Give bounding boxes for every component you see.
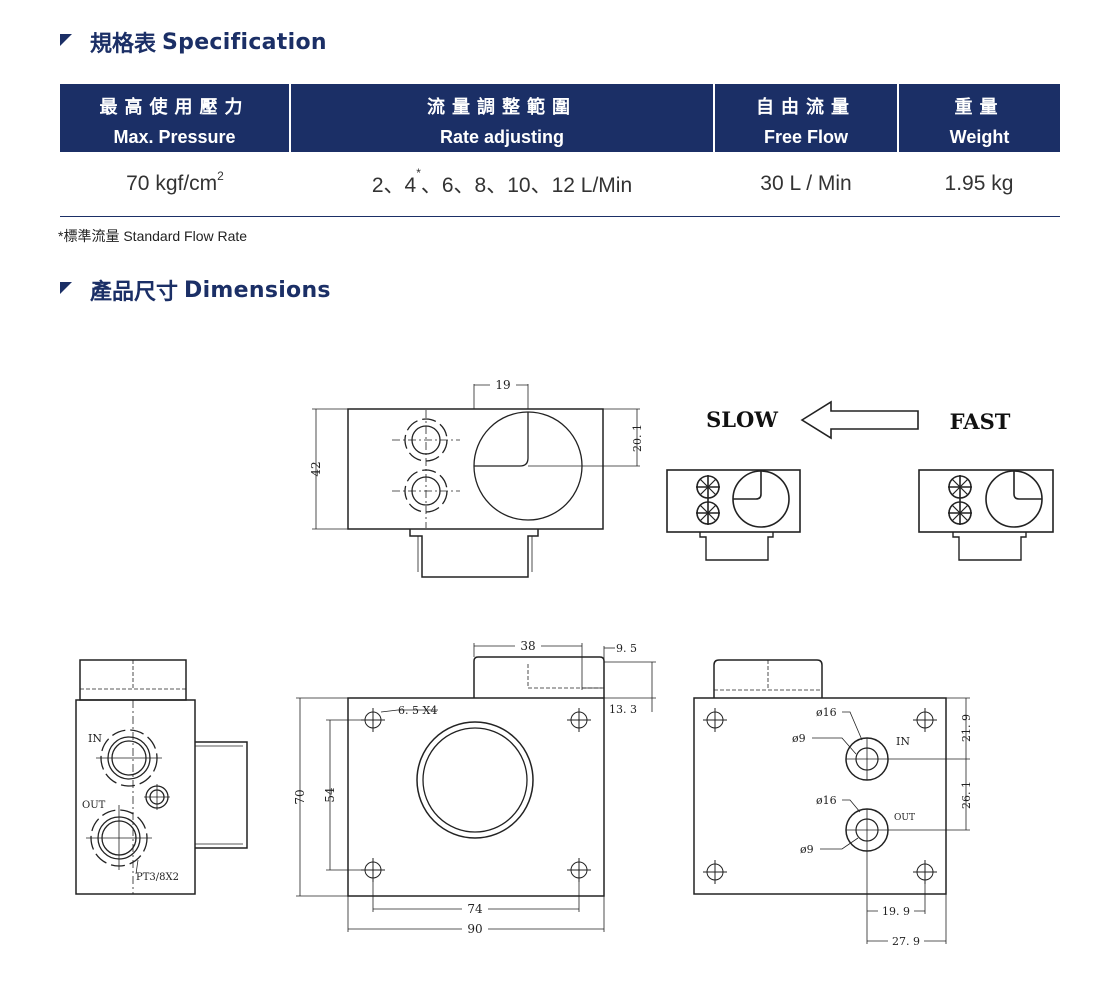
- dim-20-1-label: 20. 1: [631, 424, 644, 452]
- dim-9-5-label: 9. 5: [616, 642, 637, 655]
- dim-title-zh: 產品尺寸: [90, 280, 179, 305]
- dim-54-label: 54: [323, 787, 337, 803]
- top-view: [312, 384, 640, 578]
- spec-value-row: 70 kgf/cm2 2、4*、6、8、10、12 L/Min 30 L / M…: [60, 152, 1060, 217]
- dim-38-label: 38: [520, 639, 535, 653]
- free-flow-value: 30 L / Min: [714, 152, 898, 217]
- spec-table: 最高使用壓力 Max. Pressure 流量調整範圍 Rate adjusti…: [60, 84, 1060, 217]
- dim-90-label: 90: [467, 922, 482, 936]
- col-weight: 重量 Weight: [898, 84, 1060, 152]
- dim-70-label: 70: [293, 789, 307, 804]
- dim-13-3-label: 13. 3: [609, 703, 637, 716]
- dim-27-9-label: 27. 9: [892, 935, 920, 948]
- flow-direction: [800, 400, 919, 440]
- pt-label: PT3/8X2: [136, 872, 179, 883]
- dimensions-heading: 產品尺寸 Dimensions: [60, 274, 331, 306]
- spec-title-zh: 規格表: [90, 32, 157, 57]
- fast-label: FAST: [950, 409, 1011, 434]
- fast-mini-view: [918, 469, 1054, 561]
- dia9-out-label: ø9: [800, 843, 814, 856]
- spec-heading: 規格表 Specification: [60, 26, 327, 58]
- dim-19-9-label: 19. 9: [882, 905, 910, 918]
- triangle-bullet-icon: [60, 34, 72, 46]
- dim-21-9-label: 21. 9: [960, 714, 973, 742]
- slow-mini-view: [666, 469, 801, 561]
- col-rate: 流量調整範圍 Rate adjusting: [290, 84, 715, 152]
- spec-title-en: Specification: [162, 29, 327, 55]
- back-view: [693, 659, 970, 944]
- weight-value: 1.95 kg: [898, 152, 1060, 217]
- dia9-in-label: ø9: [792, 732, 806, 745]
- triangle-bullet-icon: [60, 282, 72, 294]
- in-label-back: IN: [896, 735, 910, 748]
- slow-label: SLOW: [706, 407, 778, 432]
- front-view: [296, 643, 656, 932]
- dim-26-1-label: 26. 1: [960, 781, 973, 809]
- pressure-value: 70 kgf/cm2: [60, 152, 290, 217]
- side-view: [75, 659, 248, 895]
- col-pressure: 最高使用壓力 Max. Pressure: [60, 84, 291, 152]
- dim-19-label: 19: [495, 378, 510, 392]
- dia16-out-label: ø16: [816, 794, 837, 807]
- hole-dia-label: 6. 5 X4: [398, 704, 437, 717]
- spec-header-row: 最高使用壓力 Max. Pressure 流量調整範圍 Rate adjusti…: [60, 84, 1060, 152]
- dia16-in-label: ø16: [816, 706, 837, 719]
- dim-title-en: Dimensions: [184, 277, 331, 303]
- dim-42-label: 42: [309, 461, 323, 476]
- out-label-back: OUT: [894, 813, 915, 823]
- footnote: *標準流量 Standard Flow Rate: [58, 228, 248, 244]
- rate-value: 2、4*、6、8、10、12 L/Min: [290, 152, 714, 217]
- in-label-side: IN: [88, 732, 102, 745]
- out-label-side: OUT: [82, 800, 106, 811]
- col-free-flow: 自由流量 Free Flow: [714, 84, 899, 152]
- dim-74-label: 74: [467, 902, 483, 916]
